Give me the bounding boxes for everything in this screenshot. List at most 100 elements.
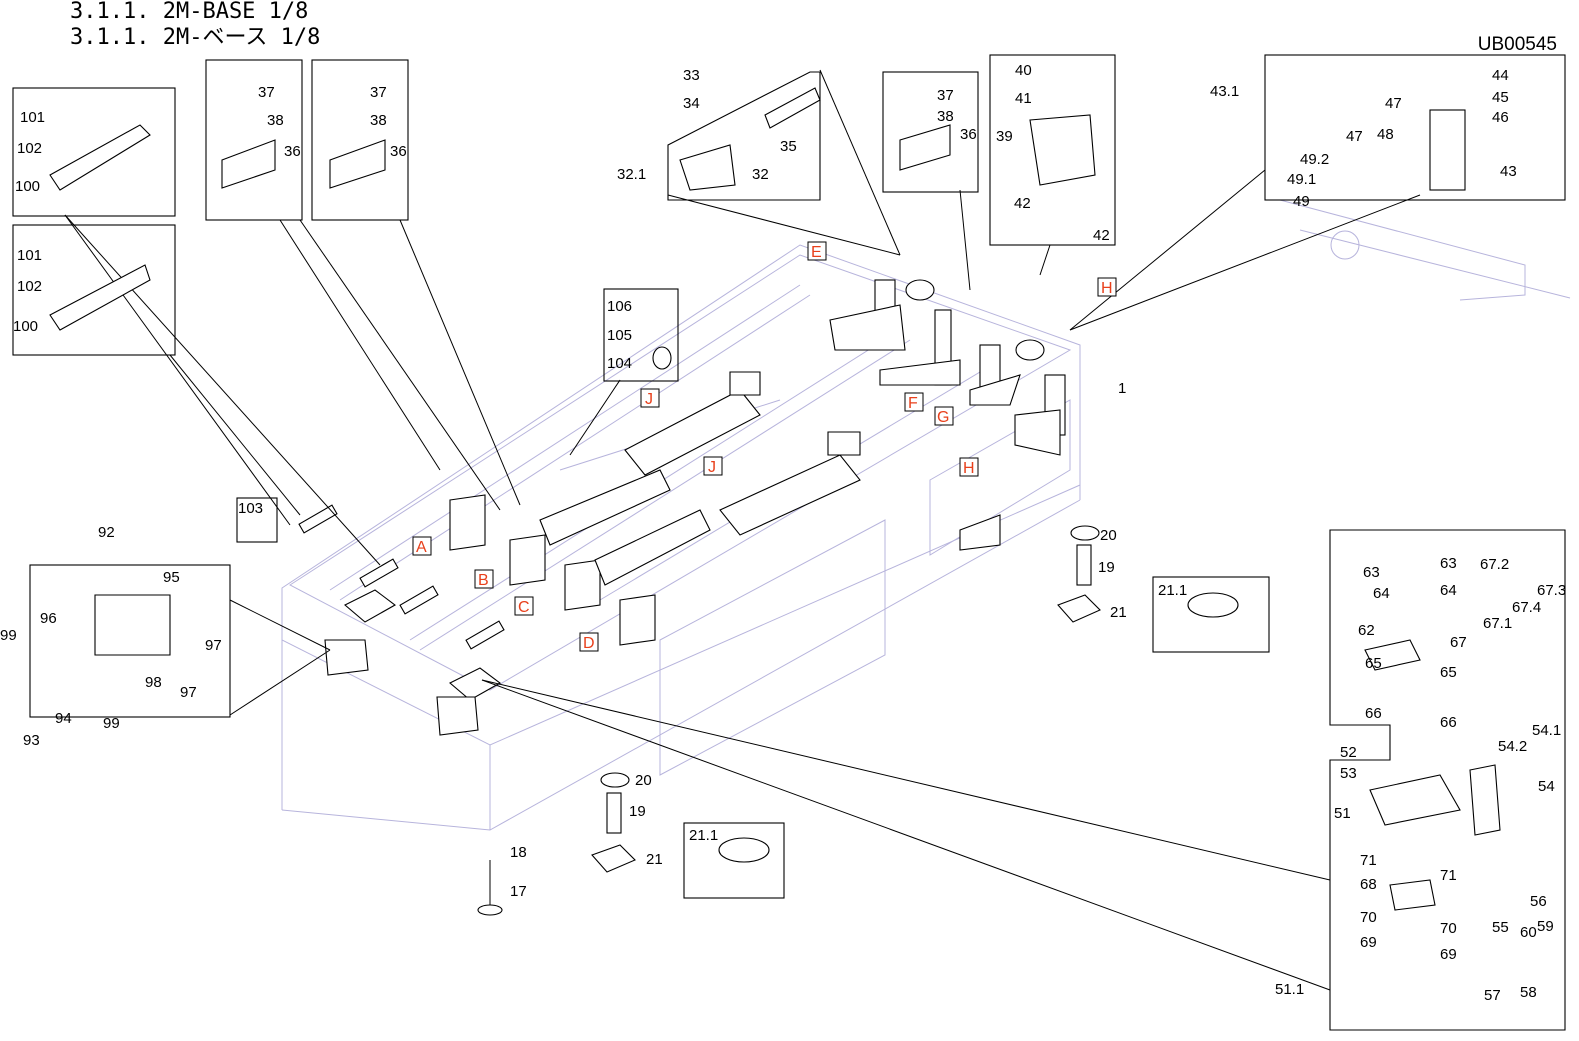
ref-letter-E: E — [807, 241, 827, 261]
label-54: 54 — [1538, 778, 1555, 795]
label-43: 43 — [1500, 163, 1517, 180]
cylinder-ab — [539, 469, 671, 546]
svg-text:E: E — [811, 244, 822, 261]
label-104: 104 — [607, 355, 632, 372]
latch-plate-b — [449, 667, 502, 701]
stopper-100-a — [298, 504, 338, 534]
label-20a: 20 — [1100, 527, 1117, 544]
block-36-detail-c — [899, 124, 951, 171]
label-70a: 70 — [1360, 909, 1377, 926]
page-title-japanese: 3.1.1. 2M-ベース 1/8 — [70, 25, 321, 50]
reference-letters: A B C D E F G H H J J — [412, 241, 1117, 652]
label-43-1: 43.1 — [1210, 83, 1239, 100]
cap-21-1-detail-b — [718, 837, 770, 863]
svg-text:J: J — [708, 459, 716, 476]
label-17: 17 — [510, 883, 527, 900]
label-36c: 36 — [960, 126, 977, 143]
bracket-c — [564, 559, 601, 611]
label-38b: 38 — [370, 112, 387, 129]
svg-text:G: G — [937, 409, 949, 426]
label-37b: 37 — [370, 84, 387, 101]
stopper-100-b — [359, 558, 399, 588]
ref-letter-C: C — [514, 596, 534, 616]
stopper-100-detail-b — [49, 264, 151, 331]
block-39-detail — [1029, 114, 1096, 186]
label-56: 56 — [1530, 893, 1547, 910]
detail-box-36-b — [311, 59, 409, 221]
plate-68-detail — [1389, 879, 1436, 911]
label-55: 55 — [1492, 919, 1509, 936]
label-62: 62 — [1358, 622, 1375, 639]
stopper-100-d — [465, 620, 505, 650]
cylinder-j-upper-mount — [729, 371, 761, 396]
arm-h — [1014, 409, 1061, 456]
svg-text:B: B — [478, 572, 489, 589]
svg-text:F: F — [908, 395, 918, 412]
detail-box-92 — [29, 564, 231, 718]
label-34: 34 — [683, 95, 700, 112]
bracket-43-detail — [1429, 109, 1466, 191]
label-18: 18 — [510, 844, 527, 861]
label-33: 33 — [683, 67, 700, 84]
svg-text:D: D — [583, 635, 595, 652]
detail-box-21-1-a — [1152, 576, 1270, 653]
label-21b: 21 — [646, 851, 663, 868]
ref-letter-F: F — [904, 392, 924, 412]
label-19a: 19 — [1098, 559, 1115, 576]
label-106: 106 — [607, 298, 632, 315]
label-37a: 37 — [258, 84, 275, 101]
block-36-detail-b — [329, 139, 386, 189]
label-103: 103 — [238, 500, 263, 517]
label-58: 58 — [1520, 984, 1537, 1001]
label-39: 39 — [996, 128, 1013, 145]
label-67-3: 67.3 — [1537, 582, 1566, 599]
foot-17 — [477, 904, 503, 916]
detail-box-43 — [1264, 54, 1566, 201]
label-99a: 99 — [0, 627, 17, 644]
label-68: 68 — [1360, 876, 1377, 893]
label-54-1: 54.1 — [1532, 722, 1561, 739]
detail-box-39 — [989, 54, 1116, 246]
bushing-104 — [652, 346, 672, 370]
detail-box-51 — [1329, 529, 1566, 1031]
label-1: 1 — [1118, 380, 1126, 397]
label-65b: 65 — [1440, 664, 1457, 681]
label-66a: 66 — [1365, 705, 1382, 722]
label-44: 44 — [1492, 67, 1509, 84]
stopper-100-detail-a — [49, 124, 151, 191]
label-47b: 47 — [1346, 128, 1363, 145]
label-51: 51 — [1334, 805, 1351, 822]
label-53: 53 — [1340, 765, 1357, 782]
label-63b: 63 — [1440, 555, 1457, 572]
label-57: 57 — [1484, 987, 1501, 1004]
label-41: 41 — [1015, 90, 1032, 107]
label-99b: 99 — [103, 715, 120, 732]
stopper-100-c — [399, 585, 439, 615]
bolt-19-b — [606, 792, 622, 834]
pad-21-b — [591, 844, 636, 873]
svg-text:H: H — [1101, 280, 1113, 297]
detail-box-36-a — [205, 59, 303, 221]
label-42b: 42 — [1093, 227, 1110, 244]
foot-h — [959, 514, 1001, 551]
frame-side-panel — [659, 519, 886, 776]
ref-letter-H-upper: H — [1097, 277, 1117, 297]
frame-bottom — [281, 499, 1081, 831]
label-64b: 64 — [1440, 582, 1457, 599]
block-36-detail-a — [221, 139, 276, 189]
label-45: 45 — [1492, 89, 1509, 106]
label-66b: 66 — [1440, 714, 1457, 731]
detail-box-21-1-b — [683, 822, 785, 899]
label-67: 67 — [1450, 634, 1467, 651]
label-20b: 20 — [635, 772, 652, 789]
label-97a: 97 — [205, 637, 222, 654]
label-36a: 36 — [284, 143, 301, 160]
label-100a: 100 — [15, 178, 40, 195]
bracket-32-detail — [679, 144, 736, 191]
label-65a: 65 — [1365, 655, 1382, 672]
svg-text:A: A — [416, 539, 427, 556]
label-21a: 21 — [1110, 604, 1127, 621]
bracket-b — [509, 534, 546, 586]
label-32: 32 — [752, 166, 769, 183]
bolt-19-a — [1076, 544, 1092, 586]
